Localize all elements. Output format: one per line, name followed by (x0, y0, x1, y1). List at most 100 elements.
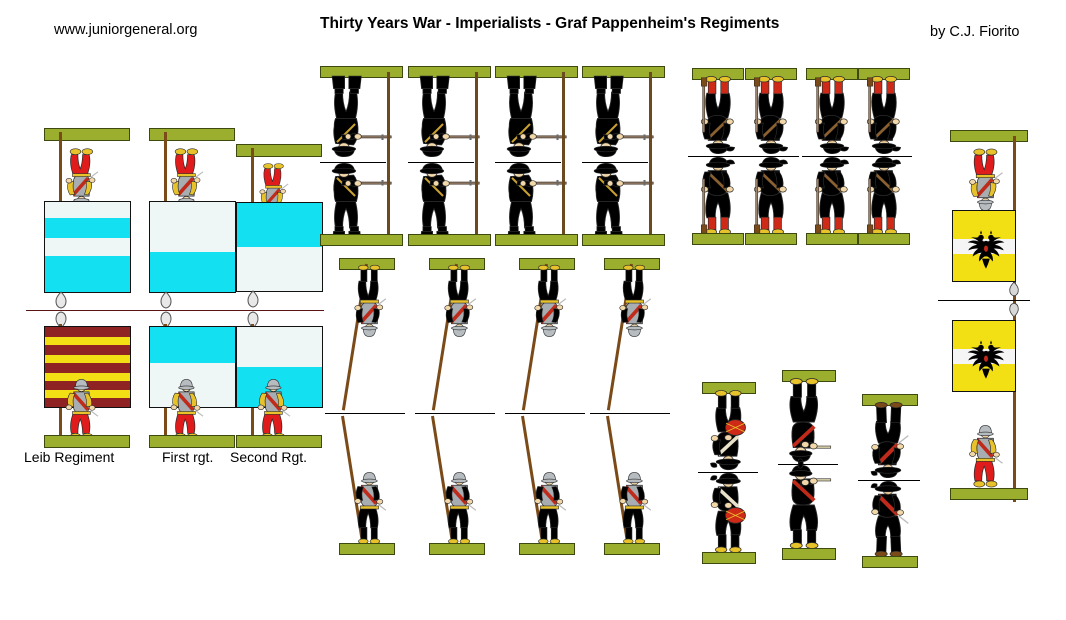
flag-top-second (236, 202, 323, 292)
fold-line (938, 300, 1030, 301)
figure-base-bottom (745, 233, 797, 245)
label-leib-regiment: Leib Regiment (24, 449, 115, 465)
fold-line (778, 464, 838, 465)
flag-top-leib (44, 201, 131, 293)
figure-base-top (236, 144, 322, 157)
fold-line (26, 310, 132, 311)
pikeman-sheet-1 (325, 258, 421, 563)
figure-base-bottom (950, 488, 1028, 500)
drummer-figure (708, 471, 748, 555)
standard-pole-bottom (1013, 316, 1016, 502)
site-url-text: www.juniorgeneral.org (54, 22, 198, 38)
dragoon-figure-inverted (865, 75, 903, 156)
figure-base-top (702, 382, 756, 394)
pikeman-figure-inverted (442, 263, 478, 339)
support-strip (387, 72, 390, 242)
fold-line (741, 156, 799, 157)
eagle-flag-bottom (952, 320, 1016, 392)
pikeman-sheet-4 (590, 258, 686, 563)
pikeman-figure (532, 470, 568, 546)
musketeer-sheet-3 (495, 66, 581, 246)
fifer-sheet (778, 370, 838, 568)
fold-line (582, 162, 648, 163)
finial-top (55, 291, 67, 309)
figure-base-top (320, 66, 403, 78)
musketeer-sheet-4 (582, 66, 668, 246)
officer-sheet (858, 394, 920, 570)
figure-base-top (149, 128, 235, 141)
fold-line (131, 310, 237, 311)
pikeman-sheet-3 (505, 258, 601, 563)
finial-top (1009, 281, 1019, 297)
figure-base-top (692, 68, 744, 80)
fold-line (320, 162, 386, 163)
pikeman-figure-inverted (352, 263, 388, 339)
figure-base-bottom (806, 233, 858, 245)
fold-line (325, 413, 405, 414)
fold-line (858, 480, 920, 481)
dragoon-sheet-4 (854, 68, 912, 248)
pikeman-figure (617, 470, 653, 546)
fold-line (218, 310, 324, 311)
fold-line (854, 156, 912, 157)
flag-bearer-figure-inverted (64, 146, 100, 211)
figure-base-bottom (782, 548, 836, 560)
figure-base-top (806, 68, 858, 80)
flag-sheet-leib-regiment (26, 128, 132, 448)
dragoon-figure (752, 155, 790, 237)
officer-figure-inverted (863, 401, 917, 477)
figure-base-bottom (858, 233, 910, 245)
dragoon-sheet-2 (741, 68, 799, 248)
pikeman-figure (442, 470, 478, 546)
finial-top (247, 290, 259, 308)
fifer-figure-inverted (787, 376, 833, 468)
dragoon-figure-inverted (752, 75, 790, 156)
fold-line (698, 472, 758, 473)
label-second-regiment: Second Rgt. (230, 449, 308, 465)
pikeman-figure-inverted (617, 263, 653, 339)
figure-base-bottom (519, 543, 575, 555)
figure-base-bottom (149, 435, 235, 448)
finial-bottom (55, 311, 67, 329)
figure-base-top (408, 66, 491, 78)
figure-base-bottom (236, 435, 322, 448)
dragoon-figure-inverted (813, 75, 851, 156)
support-strip (475, 72, 478, 242)
fold-line (590, 413, 670, 414)
fold-line (495, 162, 561, 163)
dragoon-sheet-1 (688, 68, 746, 248)
finial-bottom (247, 311, 259, 329)
standard-sheet-imperial-eagle (938, 130, 1032, 510)
fold-line (688, 156, 746, 157)
fifer-figure (787, 459, 833, 551)
figure-base-bottom (495, 234, 578, 246)
eagle-flag-top (952, 210, 1016, 282)
finial-bottom (160, 311, 172, 329)
dragoon-figure (813, 155, 851, 237)
figure-base-bottom (702, 552, 756, 564)
double-headed-eagle-icon (967, 340, 1005, 379)
figure-base-top (582, 66, 665, 78)
figure-base-bottom (320, 234, 403, 246)
figure-base-bottom (692, 233, 744, 245)
dragoon-figure (699, 155, 737, 237)
label-first-regiment: First rgt. (162, 449, 214, 465)
officer-figure (863, 482, 917, 558)
figure-base-bottom (339, 543, 395, 555)
flag-sheet-first-regiment (131, 128, 237, 448)
pikeman-sheet-2 (415, 258, 511, 563)
figure-base-top (44, 128, 130, 141)
dragoon-figure (865, 155, 903, 237)
musketeer-sheet-1 (320, 66, 406, 246)
fold-line (505, 413, 585, 414)
figure-base-top (495, 66, 578, 78)
figure-base-top (745, 68, 797, 80)
flag-top-first (149, 201, 236, 293)
dragoon-figure-inverted (699, 75, 737, 156)
pikeman-figure (352, 470, 388, 546)
dragoon-sheet-3 (802, 68, 860, 248)
figure-base-bottom (604, 543, 660, 555)
standard-bearer-figure-inverted (967, 147, 1005, 213)
figure-base-bottom (408, 234, 491, 246)
finial-top (160, 291, 172, 309)
